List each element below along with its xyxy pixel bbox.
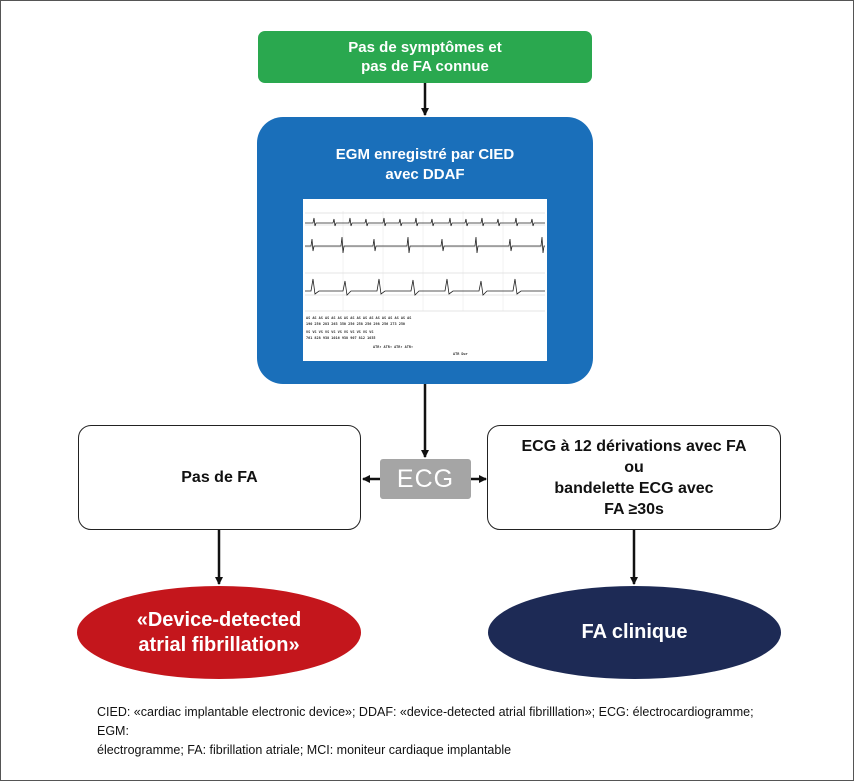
- footnote: CIED: «cardiac implantable electronic de…: [97, 703, 777, 760]
- footnote-line1: CIED: «cardiac implantable electronic de…: [97, 705, 754, 738]
- egm-tracing-image: AS AS AS AS AS AS AS AS AS AS AS AS AS A…: [303, 199, 547, 361]
- ecg-af-line1: ECG à 12 dérivations avec FA: [521, 437, 747, 455]
- start-line1: Pas de symptômes et: [348, 39, 502, 56]
- svg-text:AS AS AS AS AS AS AS AS AS AS: AS AS AS AS AS AS AS AS AS AS AS AS AS A…: [306, 316, 411, 320]
- svg-text:190 256 283 263 350 256 258 25: 190 256 283 263 350 256 258 256 298 256 …: [306, 322, 405, 326]
- clinical-af-outcome: FA clinique: [488, 586, 781, 679]
- clinical-af-label: FA clinique: [581, 621, 688, 643]
- ddaf-line1: «Device-detected: [136, 608, 302, 631]
- egm-title-line2: avec DDAF: [385, 166, 465, 183]
- ddaf-line2: atrial fibrillation»: [138, 633, 300, 656]
- device-detected-af-outcome: «Device-detected atrial fibrillation»: [77, 586, 361, 679]
- start-line2: pas de FA connue: [361, 58, 489, 75]
- ecg-label-box: ECG: [380, 459, 471, 499]
- svg-text:ATR↑ ATR↑ ATR↑ ATR↑: ATR↑ ATR↑ ATR↑ ATR↑: [373, 345, 413, 349]
- ecg-af-line3: bandelette ECG avec: [554, 479, 714, 497]
- no-af-label: Pas de FA: [181, 469, 258, 486]
- ecg-label: ECG: [396, 464, 455, 493]
- svg-text:ATR Dur: ATR Dur: [453, 352, 468, 356]
- svg-text:VS VS VS VS VS VS VS VS VS VS: VS VS VS VS VS VS VS VS VS VS VS: [306, 330, 373, 334]
- footnote-line2: électrogramme; FA: fibrillation atriale;…: [97, 743, 512, 757]
- svg-text:761 828 938 1016 938 907 812 1: 761 828 938 1016 938 907 812 1035: [306, 336, 376, 340]
- ecg-af-line4: FA ≥30s: [604, 500, 664, 518]
- no-af-box: Pas de FA: [78, 425, 361, 530]
- egm-title-line1: EGM enregistré par CIED: [335, 146, 515, 163]
- egm-box: EGM enregistré par CIED avec DDAF AS AS …: [257, 117, 593, 384]
- ecg-af-box: ECG à 12 dérivations avec FA ou bandelet…: [487, 425, 781, 530]
- start-box: Pas de symptômes et pas de FA connue: [258, 31, 592, 83]
- egm-annotations: AS AS AS AS AS AS AS AS AS AS AS AS AS A…: [306, 316, 468, 356]
- ecg-af-line2: ou: [624, 458, 644, 476]
